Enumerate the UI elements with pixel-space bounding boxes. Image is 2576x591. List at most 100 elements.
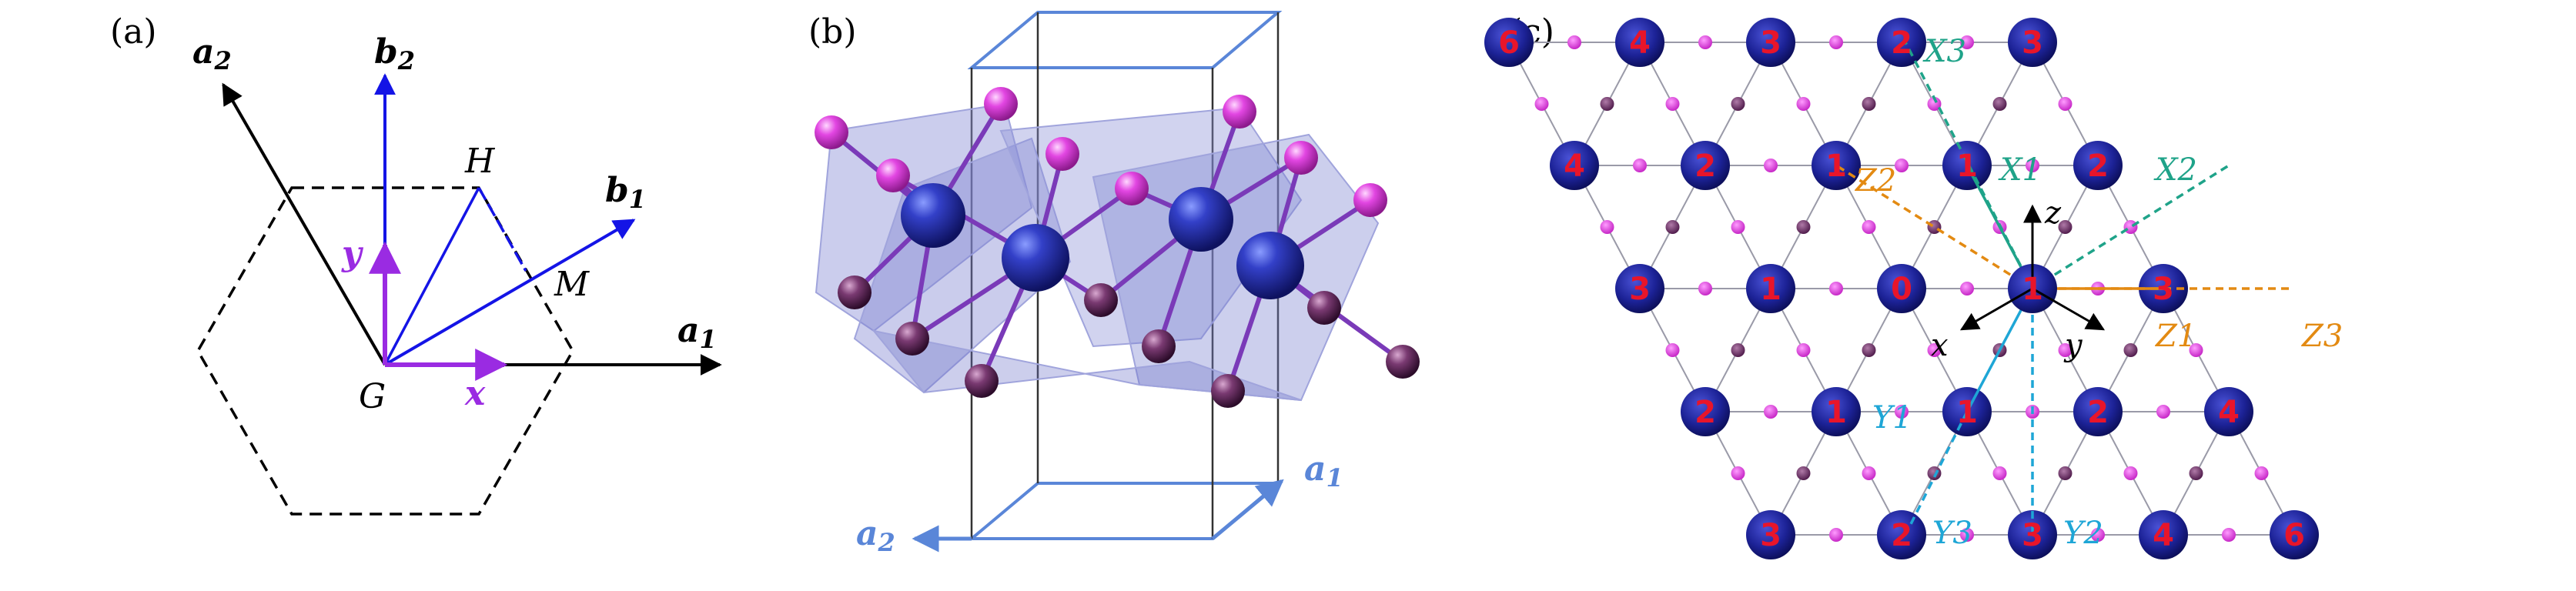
ligand-atom: [1796, 97, 1811, 111]
ligand-atom: [2123, 343, 2138, 357]
ligand-atom: [1600, 220, 1614, 234]
site-number: 3: [1760, 518, 1781, 553]
ligand-atom: [1665, 97, 1680, 111]
ligand-atom: [2091, 528, 2105, 542]
site-atom: [1877, 264, 1926, 313]
site-atom: [2073, 387, 2123, 436]
site-atom: [1615, 18, 1664, 67]
path-g-h: [383, 187, 480, 366]
site-atom: [1746, 18, 1795, 67]
site-atom: [1484, 18, 1534, 67]
ligand-atom: [1633, 159, 1647, 172]
ligand-atom: [2058, 220, 2073, 234]
site-atom: [2139, 510, 2188, 559]
site-number: 1: [1825, 395, 1847, 430]
ligand-atom: [1731, 97, 1745, 111]
site-number: 1: [2022, 272, 2043, 307]
ligand-atom: [2026, 159, 2039, 172]
label-y: y: [341, 234, 364, 273]
site-number: 1: [1825, 149, 1847, 184]
label-X3: X3: [1922, 34, 1966, 69]
site-atom: [2204, 387, 2253, 436]
label-b1: b1: [605, 171, 646, 214]
ligand-atom: [1731, 220, 1745, 234]
label-Z1: Z1: [2154, 319, 2196, 354]
ligand-atom: [1895, 405, 1909, 419]
ligand-atom: [2254, 466, 2269, 480]
ligand-atom: [1796, 220, 1811, 234]
ligand-atom: [1698, 282, 1712, 296]
site-number: 4: [2153, 518, 2174, 553]
site-number: 2: [1694, 395, 1716, 430]
ligand-atom: [2189, 343, 2203, 357]
label-point-m: M: [554, 265, 590, 304]
ligand-atom: [2058, 97, 2073, 111]
panel-b: (b): [808, 11, 1420, 557]
label-Y1: Y1: [1872, 400, 1912, 436]
site-number: 2: [1891, 25, 1912, 61]
site-atom: [1877, 18, 1926, 67]
ligand-atom: [1960, 35, 1974, 49]
site-number: 4: [1629, 25, 1651, 61]
ligand-atom: [1665, 343, 1680, 357]
label-b2: b2: [374, 32, 415, 75]
site-number: 6: [1498, 25, 1520, 61]
ligand-atom: [1829, 528, 1843, 542]
site-number: 6: [2283, 518, 2305, 553]
site-atom: [1681, 387, 1730, 436]
ligand-atom: [2222, 528, 2236, 542]
site-atom: [1746, 510, 1795, 559]
ligand-atom: [1862, 97, 1876, 111]
site-number: 4: [2218, 395, 2240, 430]
vector-a1-lattice-arrow: [1211, 479, 1284, 540]
site-atom: [1550, 141, 1599, 190]
site-atom: [1812, 141, 1861, 190]
site-number: 0: [1891, 272, 1912, 307]
axis-label-y: y: [2063, 328, 2083, 363]
ligand-atom: [2123, 466, 2138, 480]
site-number: 3: [1629, 272, 1651, 307]
ligand-atom: [1829, 282, 1843, 296]
site-number: 2: [1891, 518, 1912, 553]
label-Z3: Z3: [2300, 319, 2343, 354]
ligand-atom: [2156, 405, 2170, 419]
ligand-atom: [1600, 97, 1614, 111]
site-number: 2: [2087, 149, 2109, 184]
ligand-atom: [1927, 466, 1942, 480]
site-atom: [2008, 18, 2057, 67]
ligand-atom: [1731, 466, 1745, 480]
site-atom: [1812, 387, 1861, 436]
axis-label-z: z: [2044, 195, 2062, 231]
ligand-atom: [1796, 343, 1811, 357]
vector-a2-arrow: [222, 82, 386, 366]
ligand-atom: [1534, 97, 1549, 111]
site-atom: [1681, 141, 1730, 190]
ligand-atom: [1960, 528, 1974, 542]
label-Z2: Z2: [1854, 163, 1896, 199]
ligand-atom: [1764, 159, 1778, 172]
site-number: 3: [1760, 25, 1781, 61]
ligand-atom: [1665, 220, 1680, 234]
site-number: 3: [2153, 272, 2174, 307]
site-number: 1: [1760, 272, 1781, 307]
label-x: x: [464, 374, 486, 413]
label-b-a2: a2: [856, 514, 895, 557]
ligand-atom: [1992, 97, 2007, 111]
site-number: 3: [2022, 25, 2043, 61]
label-X1: X1: [1998, 152, 2042, 188]
atoms: [815, 87, 1420, 408]
site-atom: [2073, 141, 2123, 190]
axis-label-x: x: [1931, 328, 1949, 363]
ligand-atom: [1731, 343, 1745, 357]
ligand-atom: [2123, 220, 2138, 234]
ligand-atom: [1927, 97, 1942, 111]
panel-a-label: (a): [110, 12, 157, 52]
ligand-atom: [1567, 35, 1581, 49]
site-number: 4: [1564, 149, 1585, 184]
site-atom: [2008, 510, 2057, 559]
site-atom: [1877, 510, 1926, 559]
ligand-atom: [1927, 343, 1942, 357]
site-number: 3: [2022, 518, 2043, 553]
